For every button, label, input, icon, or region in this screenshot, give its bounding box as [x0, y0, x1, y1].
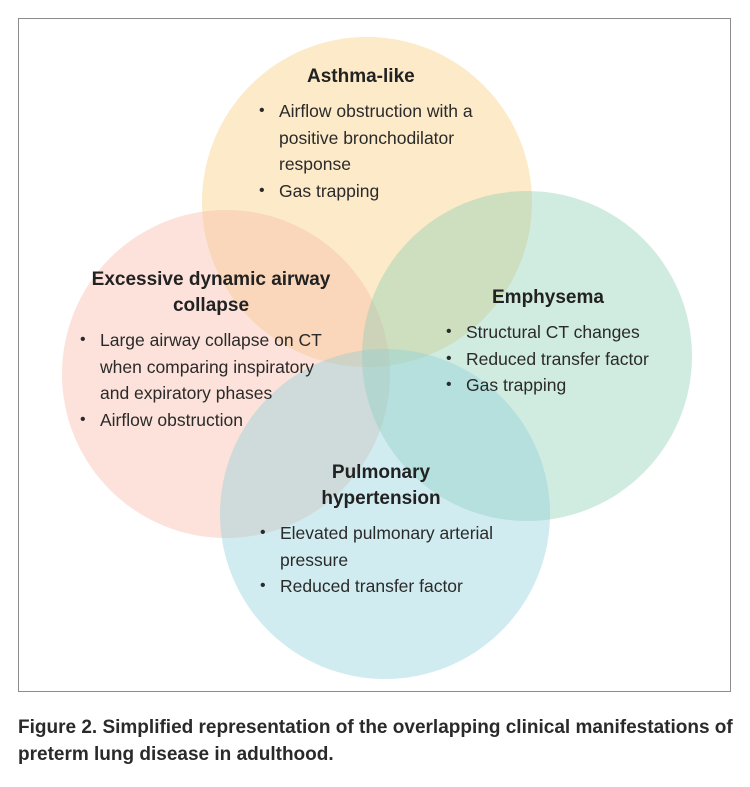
list-item: •Reduced transfer factor: [260, 576, 463, 596]
asthma-circle: [202, 37, 532, 367]
pulmonary-title: Pulmonary hypertension: [321, 462, 441, 509]
edac-block: Excessive dynamic airway collapse •Large…: [76, 267, 346, 433]
emphysema-block: Emphysema •Structural CT changes •Reduce…: [442, 285, 692, 399]
emphysema-bullets: •Structural CT changes •Reduced transfer…: [442, 319, 692, 399]
list-item: •Gas trapping: [446, 375, 567, 395]
list-item: •Elevated pulmonary arterial pressure: [260, 523, 494, 570]
list-item: •Airflow obstruction with a positive bro…: [259, 101, 473, 174]
pulmonary-block: Pulmonary hypertension •Elevated pulmona…: [256, 460, 506, 600]
figure-frame: [18, 18, 731, 692]
asthma-block: Asthma-like •Airflow obstruction with a …: [255, 64, 505, 204]
list-item: •Structural CT changes: [446, 322, 640, 342]
edac-circle: [62, 210, 390, 538]
pulmonary-bullets: •Elevated pulmonary arterial pressure •R…: [256, 520, 501, 600]
list-item: •Reduced transfer factor: [446, 348, 649, 369]
list-item: •Airflow obstruction: [80, 409, 243, 430]
figure-caption: Figure 2. Simplified representation of t…: [18, 717, 733, 765]
asthma-bullets: •Airflow obstruction with a positive bro…: [255, 98, 495, 204]
pulmonary-circle: [220, 349, 550, 679]
edac-title: Excessive dynamic airway collapse: [91, 269, 331, 316]
emphysema-title: Emphysema: [492, 287, 604, 308]
asthma-title: Asthma-like: [307, 66, 415, 87]
emphysema-circle: [362, 191, 692, 521]
list-item: •Large airway collapse on CT when compar…: [80, 330, 322, 403]
edac-bullets: •Large airway collapse on CT when compar…: [76, 327, 346, 433]
list-item: •Gas trapping: [259, 180, 380, 201]
